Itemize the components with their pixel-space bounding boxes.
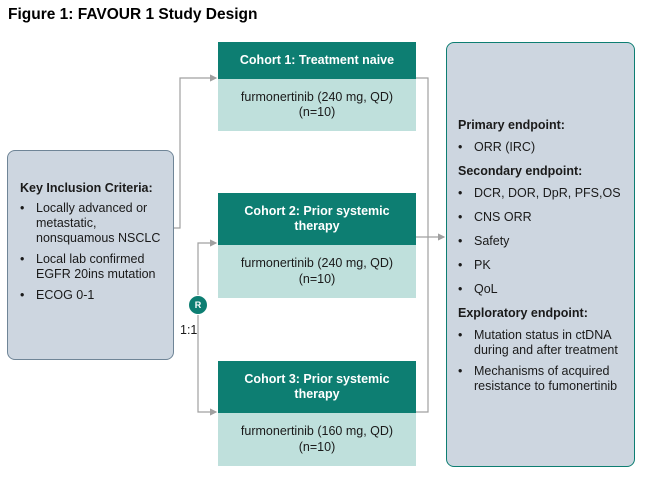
cohort-1-dose: furmonertinib (240 mg, QD)	[240, 89, 394, 104]
cohort-1-body: furmonertinib (240 mg, QD)(n=10)	[218, 79, 416, 131]
exploratory-endpoint-item: Mechanisms of acquired resistance to fum…	[458, 364, 628, 394]
arrow-to-cohort-2	[197, 239, 218, 295]
cohort-2-body: furmonertinib (240 mg, QD)(n=10)	[218, 245, 416, 298]
secondary-endpoint-item: QoL	[458, 282, 628, 297]
inclusion-item: ECOG 0-1	[20, 288, 165, 303]
exploratory-endpoint-list: Mutation status in ctDNA during and afte…	[458, 328, 628, 394]
secondary-endpoint-item: CNS ORR	[458, 210, 628, 225]
cohort-3-body: furmonertinib (160 mg, QD)(n=10)	[218, 413, 416, 466]
primary-endpoint-list: ORR (IRC)	[458, 140, 628, 155]
endpoints-box: Primary endpoint: ORR (IRC) Secondary en…	[446, 42, 635, 467]
exploratory-endpoint-heading: Exploratory endpoint:	[458, 306, 588, 320]
figure-title: Figure 1: FAVOUR 1 Study Design	[8, 6, 258, 23]
cohort-2-n: (n=10)	[298, 271, 336, 286]
arrow-to-cohort-1	[174, 74, 218, 229]
primary-endpoint-heading: Primary endpoint:	[458, 118, 565, 132]
secondary-endpoint-list: DCR, DOR, DpR, PFS,OS CNS ORR Safety PK …	[458, 186, 628, 297]
randomization-badge: R	[188, 295, 208, 315]
primary-endpoint-item: ORR (IRC)	[458, 140, 628, 155]
merge-line-cohort-1	[416, 77, 429, 237]
secondary-endpoint-item: DCR, DOR, DpR, PFS,OS	[458, 186, 628, 201]
inclusion-criteria-box: Key Inclusion Criteria: Locally advanced…	[7, 150, 174, 360]
arrow-to-cohort-3	[197, 315, 218, 416]
secondary-endpoint-heading: Secondary endpoint:	[458, 164, 583, 178]
randomization-ratio: 1:1	[180, 323, 198, 337]
cohort-3-dose: furmonertinib (160 mg, QD)	[240, 424, 394, 438]
cohort-1-header: Cohort 1: Treatment naive	[218, 42, 416, 79]
exploratory-endpoint-item: Mutation status in ctDNA during and afte…	[458, 328, 628, 358]
cohort-2-header: Cohort 2: Prior systemic therapy	[218, 193, 416, 245]
cohort-1-n: (n=10)	[298, 105, 336, 119]
cohort-3-header: Cohort 3: Prior systemic therapy	[218, 361, 416, 413]
inclusion-item: Locally advanced or metastatic, nonsquam…	[20, 201, 165, 246]
cohort-3-n: (n=10)	[298, 439, 336, 454]
merge-line-cohort-3	[416, 237, 429, 413]
inclusion-list: Locally advanced or metastatic, nonsquam…	[20, 201, 165, 303]
inclusion-heading: Key Inclusion Criteria:	[20, 181, 153, 195]
cohort-2-dose: furmonertinib (240 mg, QD)	[240, 256, 394, 270]
secondary-endpoint-item: PK	[458, 258, 628, 273]
secondary-endpoint-item: Safety	[458, 234, 628, 249]
inclusion-item: Local lab confirmed EGFR 20ins mutation	[20, 252, 165, 282]
